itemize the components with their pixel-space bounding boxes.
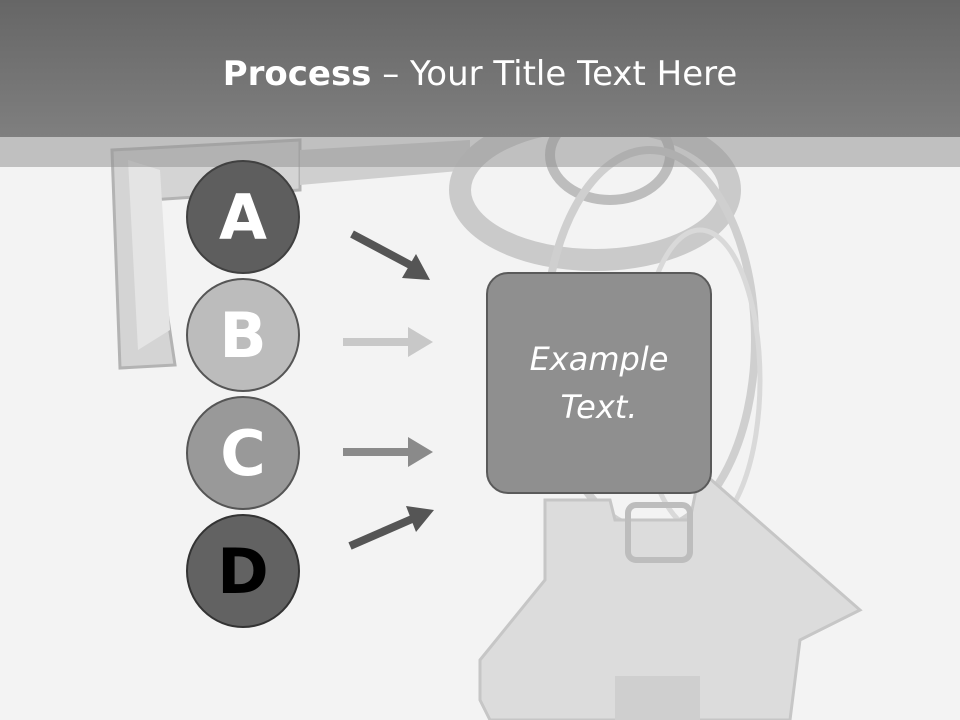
slide-title-bold: Process xyxy=(222,54,372,94)
arrow-b-icon xyxy=(343,327,433,357)
example-text: Example Text. xyxy=(529,340,669,426)
arrow-c-icon xyxy=(343,437,433,467)
arrow-d-icon xyxy=(348,506,434,550)
slide-title: Process – Your Title Text Here xyxy=(0,54,960,94)
step-circle-b: B xyxy=(186,278,300,392)
step-circle-c: C xyxy=(186,396,300,510)
step-circle-a: A xyxy=(186,160,300,274)
arrow-a-icon xyxy=(350,230,430,280)
example-text-box: Example Text. xyxy=(486,272,712,494)
step-circle-d: D xyxy=(186,514,300,628)
title-bar-accent-strip xyxy=(0,137,960,167)
title-bar xyxy=(0,0,960,137)
slide-title-text: – Your Title Text Here xyxy=(371,54,738,94)
